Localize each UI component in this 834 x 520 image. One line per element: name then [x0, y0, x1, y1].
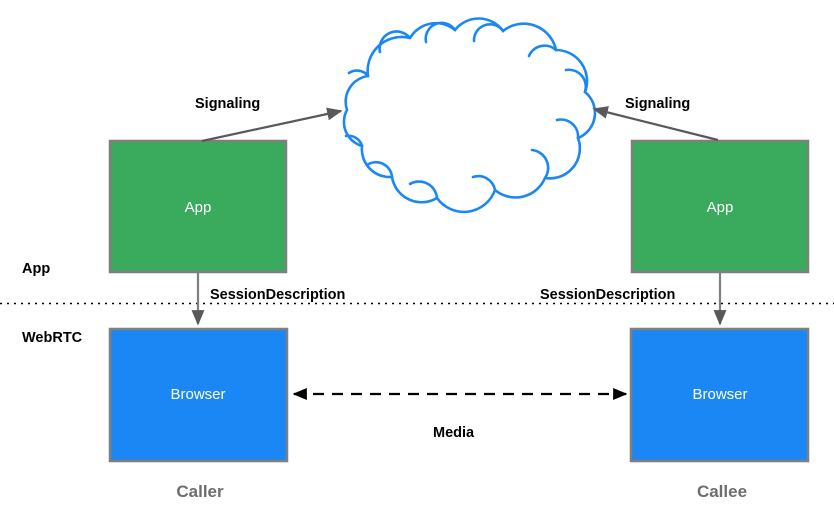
cloud-scallop-12	[344, 134, 364, 148]
callee-browser-box-label: Browser	[692, 386, 747, 403]
caller-app-box-label: App	[185, 199, 212, 216]
callee-signaling-label: Signaling	[625, 96, 690, 112]
caller-app-box-rect	[108, 139, 288, 274]
caller-signaling-arrow	[201, 107, 343, 143]
signaling-cloud[interactable]	[342, 17, 597, 214]
cloud-scallop-7	[555, 118, 580, 140]
callee-sessiondescription-label: SessionDescription	[540, 287, 675, 303]
cloud-scallop-9	[471, 174, 497, 192]
caller-signaling-label: Signaling	[195, 96, 260, 112]
media-label: Media	[433, 425, 475, 441]
media-edge[interactable]: Media	[292, 387, 628, 441]
caller-role-label: Caller	[176, 482, 224, 501]
callee-app-box-label: App	[707, 199, 734, 216]
callee-app-box[interactable]: App	[630, 139, 810, 274]
caller-sessiondescription-label: SessionDescription	[210, 287, 345, 303]
cloud-scallop-3	[424, 21, 457, 44]
caller-app-box[interactable]: App	[108, 139, 288, 274]
caller-browser-box[interactable]: Browser	[108, 327, 289, 463]
cloud-scallop-4	[472, 23, 505, 43]
callee-signaling-arrow	[592, 106, 719, 142]
callee-signaling-edge[interactable]: Signaling	[592, 96, 719, 142]
cloud-scallop-1	[347, 69, 370, 78]
callee-browser-box[interactable]: Browser	[629, 327, 810, 463]
cloud-scallop-11	[365, 160, 394, 179]
cloud-scallop-5	[527, 44, 558, 58]
caller-browser-box-label: Browser	[170, 386, 225, 403]
caller-browser-box-rect	[108, 327, 289, 463]
app-layer-label: App	[22, 261, 50, 277]
cloud-outline	[342, 17, 597, 214]
caller-sessiondescription-edge[interactable]: SessionDescription	[191, 272, 345, 326]
cloud-scallop-6	[564, 68, 588, 94]
caller-signaling-edge[interactable]: Signaling	[195, 96, 343, 143]
cloud-scallop-10	[408, 180, 439, 200]
callee-app-box-rect	[630, 139, 810, 274]
callee-sessiondescription-edge[interactable]: SessionDescription	[540, 272, 727, 326]
callee-role-label: Callee	[697, 482, 747, 501]
cloud-scallop-8	[530, 148, 550, 180]
webrtc-layer-label: WebRTC	[22, 330, 83, 346]
callee-browser-box-rect	[629, 327, 810, 463]
cloud-scallop-2	[378, 30, 412, 54]
